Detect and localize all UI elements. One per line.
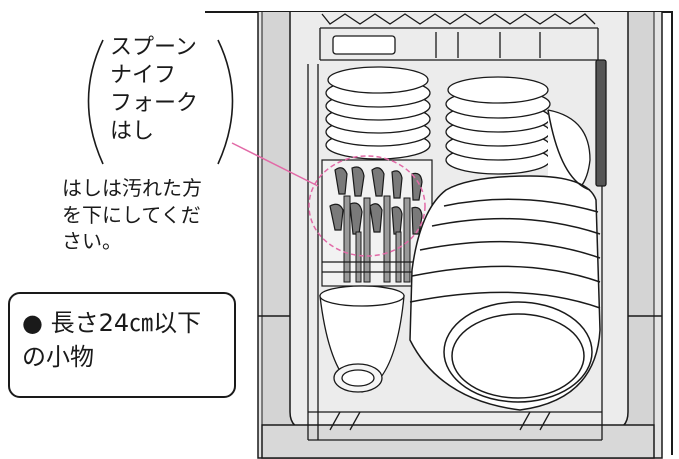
label-brackets — [87, 39, 234, 165]
plate-stack-left — [325, 66, 431, 160]
size-note-box — [8, 292, 236, 398]
size-note: ● 長さ24㎝以下 の小物 — [22, 309, 202, 371]
large-bowl-stack — [409, 109, 601, 411]
cutlery-label: スプーン ナイフ フォーク はし — [110, 35, 199, 144]
plate-stack-right — [445, 76, 591, 197]
bowls-bottom-left — [319, 285, 405, 393]
chopsticks-note: はしは汚れた方 を下にしてくだ さい。 — [62, 176, 202, 253]
rack-frame — [307, 13, 607, 441]
callout-highlight — [231, 142, 426, 257]
